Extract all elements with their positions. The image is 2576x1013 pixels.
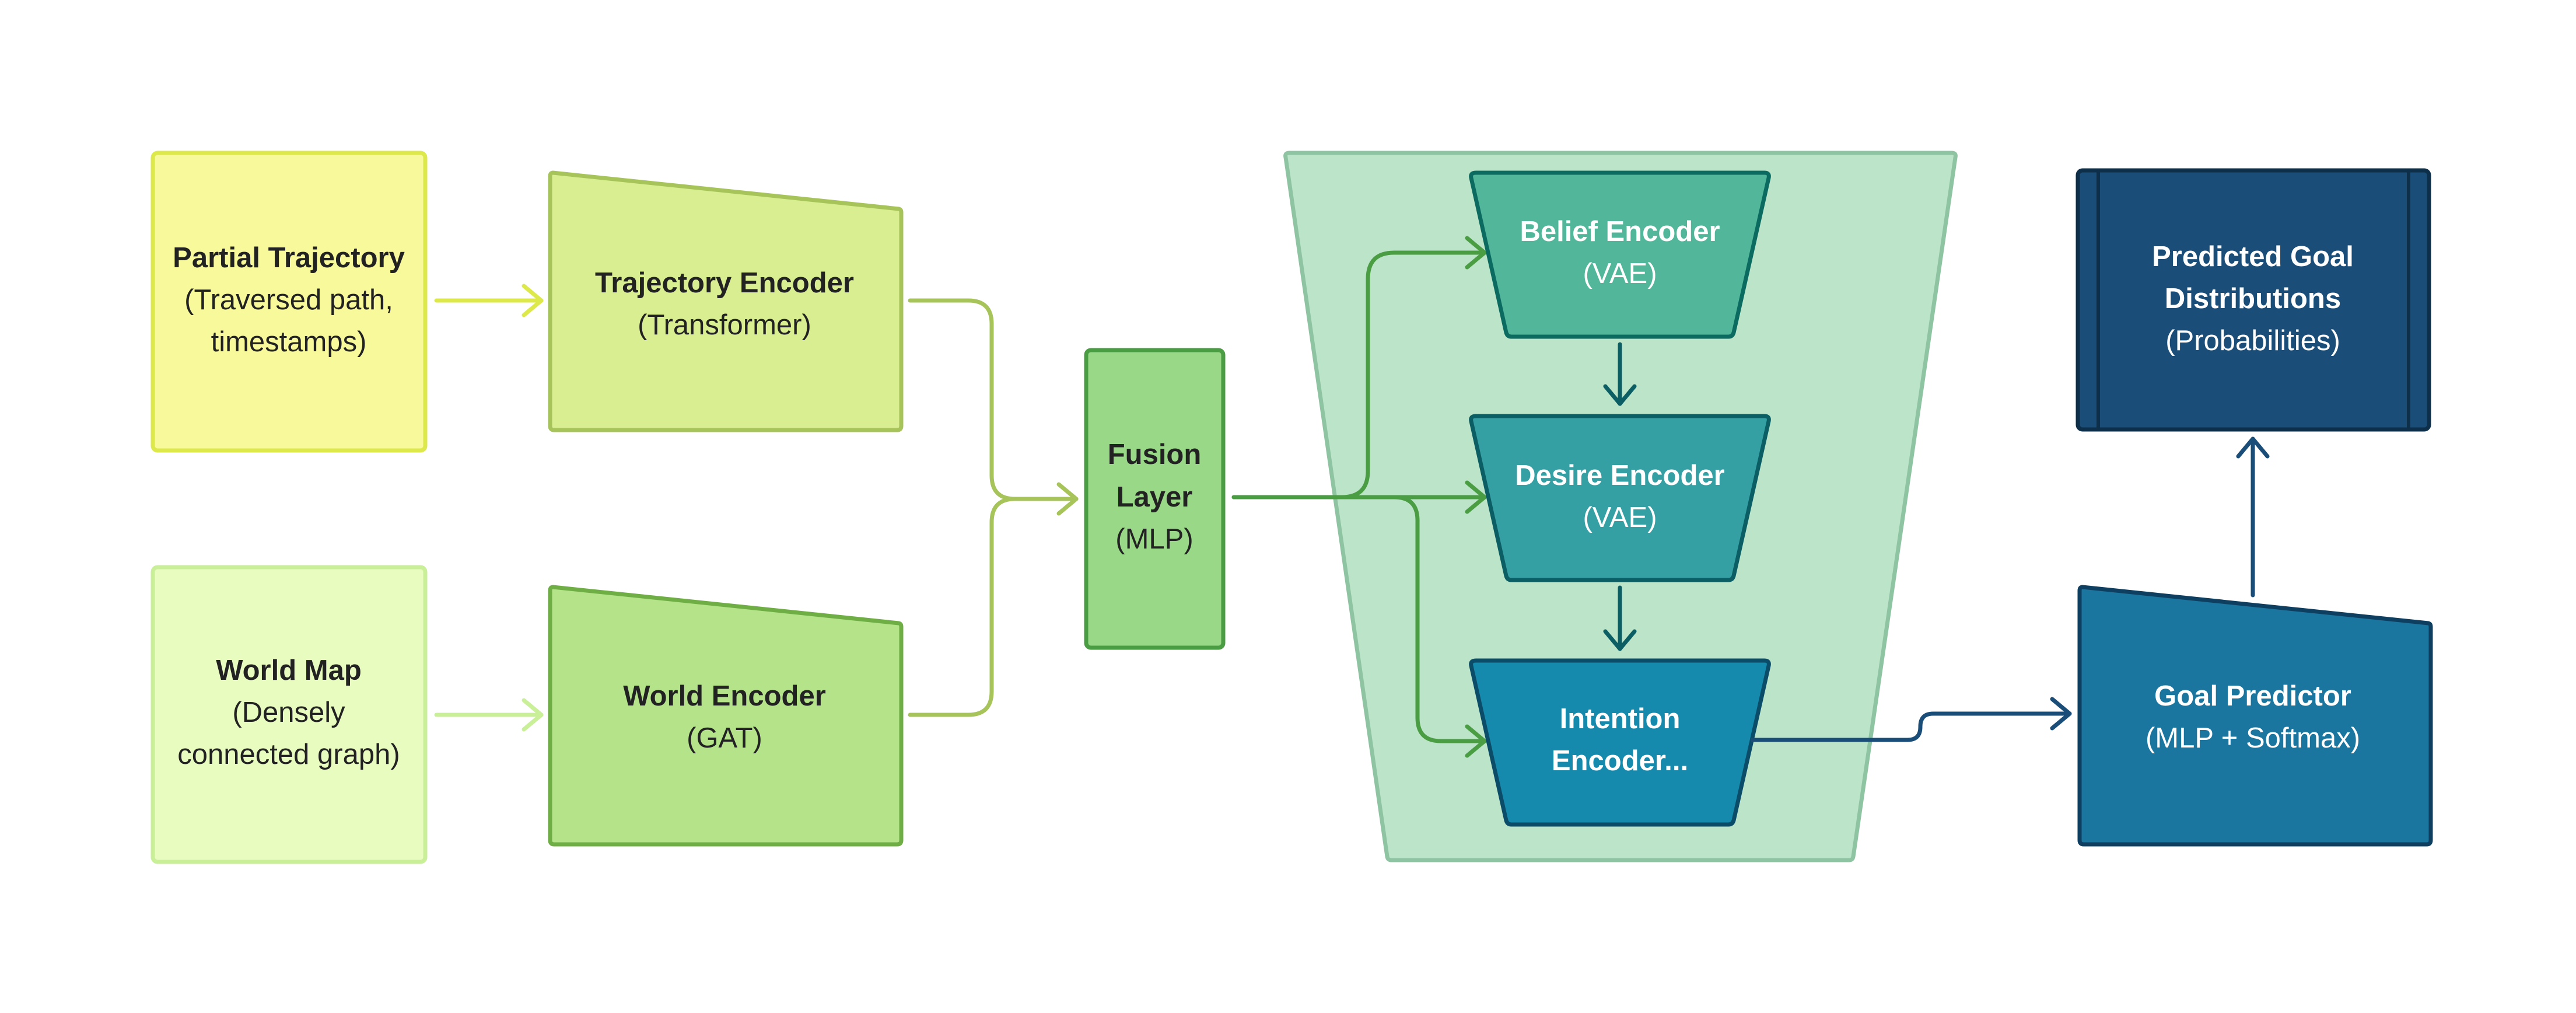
goal-predictor-title: Goal Predictor [2154,680,2351,712]
encoder-chain-arrows [1603,342,1637,651]
arrowhead-to-output [2236,436,2270,459]
desire-encoder-title: Desire Encoder [1515,460,1725,491]
intention-encoder-node: Intention Encoder... [1469,658,1771,827]
arrow-intention-to-goal-predictor [1750,711,2072,742]
arrowhead-to-intention [1465,724,1487,758]
intention-encoder-line1: Intention [1560,703,1681,735]
partial-trajectory-node: Partial Trajectory (Traversed path, time… [150,151,428,453]
arrowhead-desire-to-intention [1603,629,1637,651]
world-map-line3: connected graph) [177,739,400,770]
trajectory-encoder-subtitle: (Transformer) [638,309,811,341]
fusion-layer-line1: Fusion [1108,439,1202,470]
belief-encoder-node: Belief Encoder (VAE) [1469,170,1771,339]
belief-encoder-title: Belief Encoder [1520,216,1720,247]
arrowhead-worldmap-to-world-encoder [522,698,544,732]
goal-connectors [1750,436,2270,742]
world-map-title: World Map [216,655,362,686]
fusion-layer-line3: (MLP) [1115,523,1193,555]
arrowhead-to-desire [1465,480,1487,514]
partial-trajectory-title: Partial Trajectory [173,242,405,274]
world-encoder-title: World Encoder [623,680,826,712]
predicted-goal-line2: Distributions [2165,283,2341,315]
partial-trajectory-line3: timestamps) [211,326,367,358]
predicted-goal-line3: (Probabilities) [2165,325,2340,357]
belief-encoder-subtitle: (VAE) [1583,258,1657,289]
arrowhead-to-goal-predictor [2050,697,2072,731]
arrowhead-belief-to-desire [1603,384,1637,406]
goal-predictor-subtitle: (MLP + Softmax) [2146,722,2360,754]
world-map-line2: (Densely [232,697,345,728]
goal-predictor-node: Goal Predictor (MLP + Softmax) [2077,585,2433,847]
arrow-trajectory-encoder-to-fusion [908,298,1079,501]
connectors [434,284,1079,732]
arrow-world-encoder-to-fusion [908,497,1079,717]
trajectory-encoder-node: Trajectory Encoder (Transformer) [548,170,904,432]
arrowhead-into-fusion [1056,482,1079,516]
fusion-connectors [1231,236,1487,758]
predicted-goal-line1: Predicted Goal [2152,241,2354,273]
arrowhead-to-belief [1465,236,1487,270]
arrow-fusion-to-intention [1339,495,1487,743]
fusion-layer-line2: Layer [1116,481,1193,513]
desire-encoder-node: Desire Encoder (VAE) [1469,414,1771,582]
partial-trajectory-line2: (Traversed path, [184,284,393,316]
world-encoder-subtitle: (GAT) [687,722,762,754]
desire-encoder-subtitle: (VAE) [1583,502,1657,533]
arrowhead-partial-to-trajectory-encoder [522,284,544,317]
trajectory-encoder-title: Trajectory Encoder [595,267,854,299]
fusion-layer-node: Fusion Layer (MLP) [1084,348,1226,650]
predicted-goal-node: Predicted Goal Distributions (Probabilit… [2076,168,2431,432]
intention-encoder-line2: Encoder... [1552,745,1688,777]
world-encoder-node: World Encoder (GAT) [548,585,904,847]
world-map-node: World Map (Densely connected graph) [150,565,428,864]
